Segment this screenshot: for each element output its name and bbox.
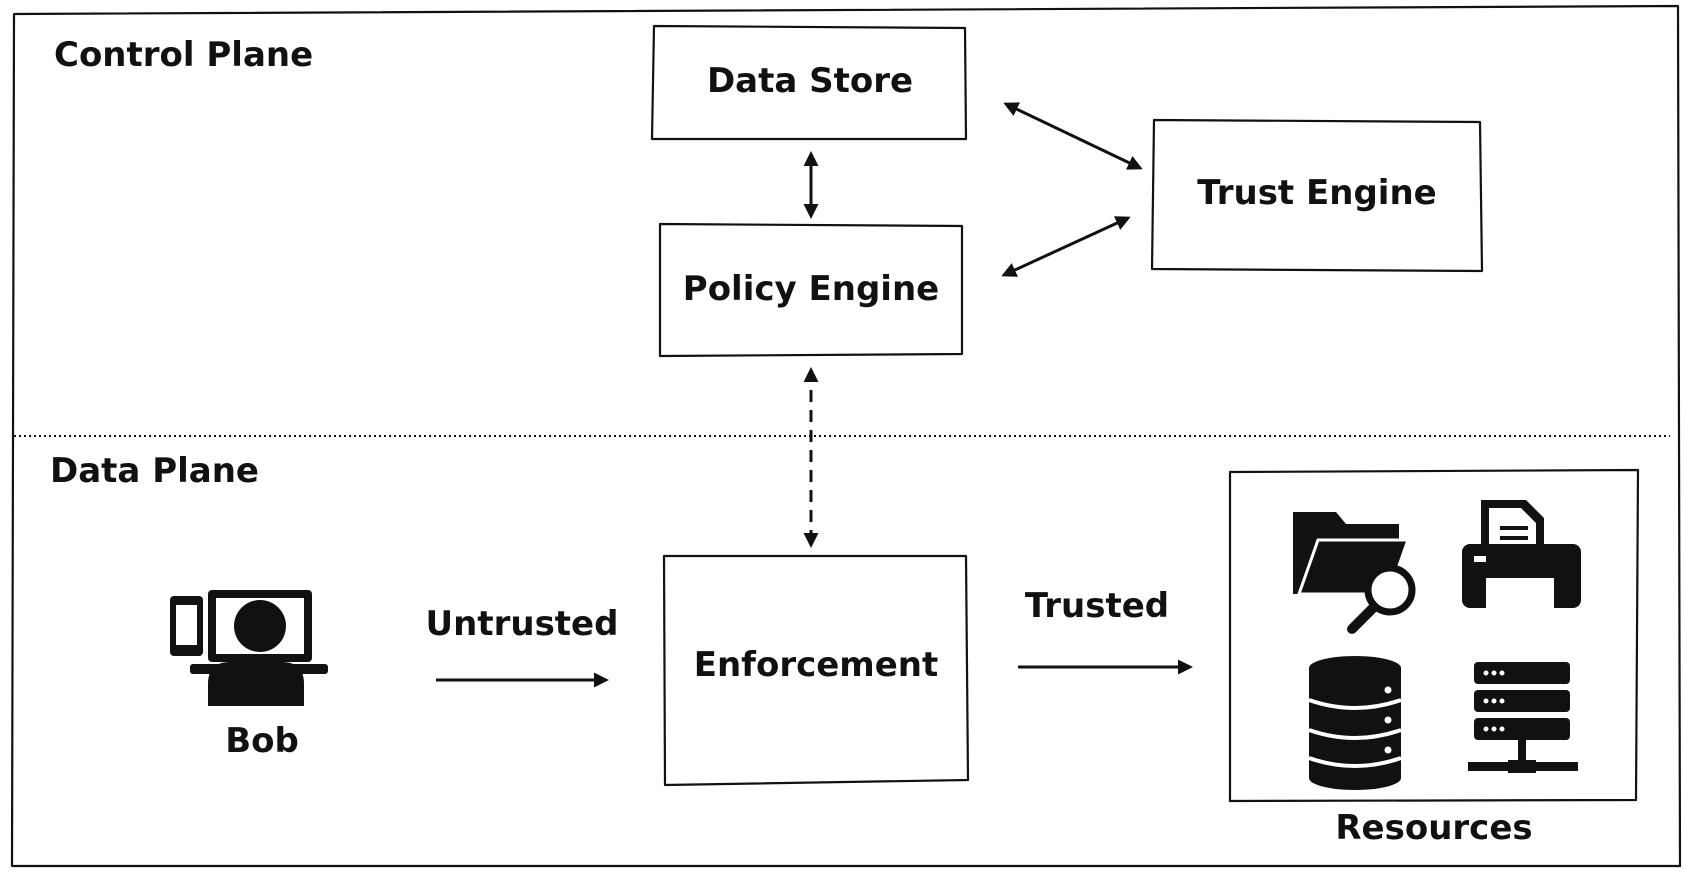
printer-icon	[1462, 500, 1581, 608]
data-store-label: Data Store	[707, 61, 913, 101]
resources-node: Resources	[1228, 468, 1640, 848]
bob-label: Bob	[225, 721, 299, 761]
trusted-label: Trusted	[1025, 586, 1169, 626]
trust-engine-label: Trust Engine	[1197, 173, 1436, 213]
server-rack-icon	[1468, 662, 1578, 773]
control-plane-label: Control Plane	[54, 35, 313, 75]
policy-trust-arrow	[1001, 216, 1131, 277]
resources-label: Resources	[1335, 808, 1532, 848]
folder-search-icon	[1293, 512, 1416, 634]
data-plane-label: Data Plane	[50, 451, 259, 491]
database-icon	[1308, 656, 1402, 790]
policy-engine-label: Policy Engine	[683, 269, 939, 309]
enforcement-label: Enforcement	[694, 645, 939, 685]
trust-engine-node: Trust Engine	[1150, 118, 1484, 273]
policy-engine-node: Policy Engine	[658, 222, 964, 358]
data-store-node: Data Store	[650, 24, 968, 141]
datastore-trust-arrow	[1003, 102, 1143, 170]
untrusted-label: Untrusted	[426, 604, 619, 644]
enforcement-node: Enforcement	[662, 554, 970, 787]
user-at-computer-icon	[170, 590, 328, 706]
